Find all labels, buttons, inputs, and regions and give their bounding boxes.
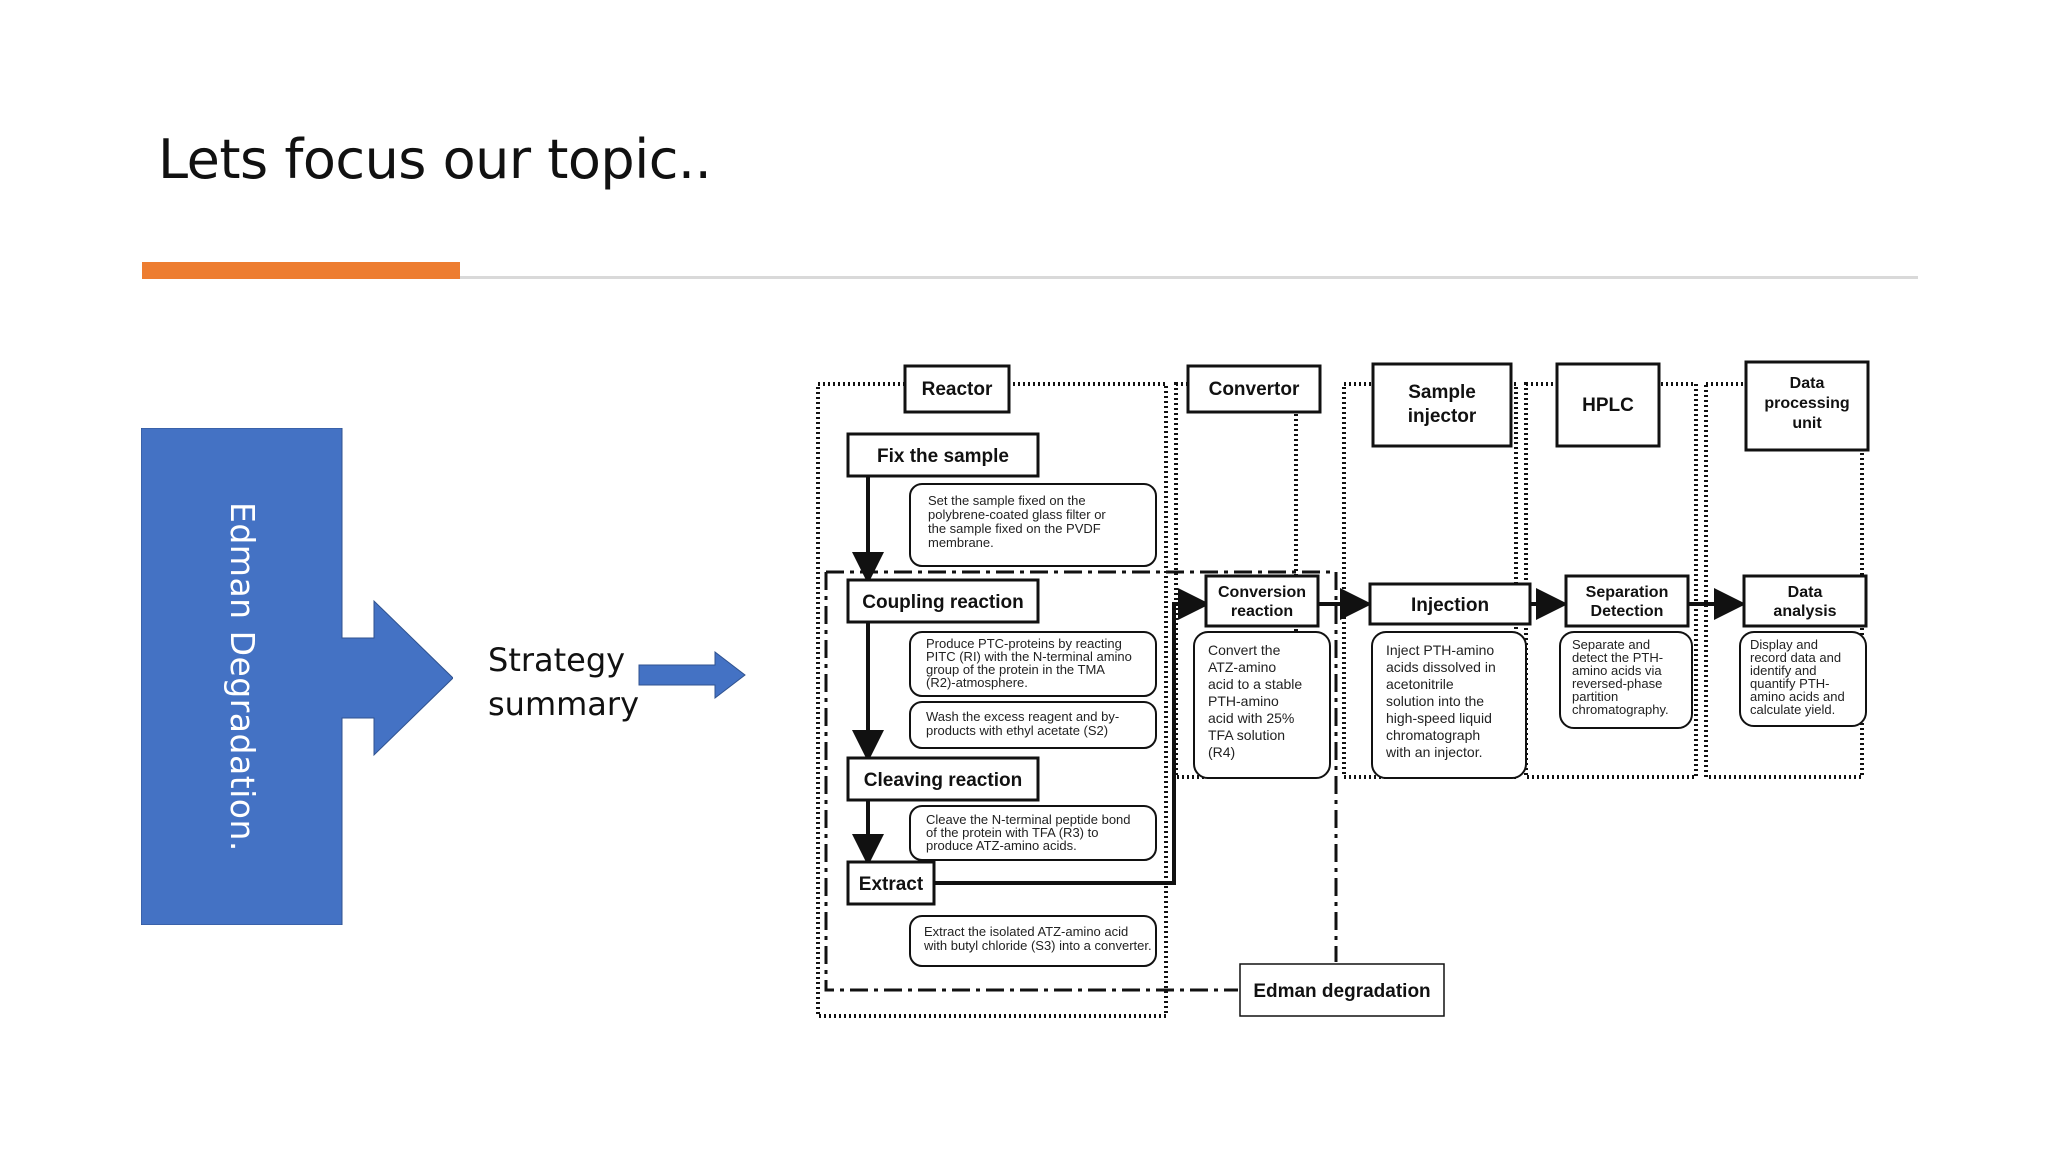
cleaving-desc-2: of the protein with TFA (R3) to	[926, 825, 1098, 840]
data-processing-header-label-2: processing	[1764, 395, 1849, 412]
conversion-reaction-box	[1204, 574, 1320, 628]
coupling-desc-4: (R2)-atmosphere.	[926, 675, 1028, 690]
data-processing-header-label-1: Data	[1790, 375, 1825, 392]
analysis-desc-6: calculate yield.	[1750, 702, 1835, 717]
injection-desc-box	[1371, 631, 1527, 779]
hplc-header-label: HPLC	[1582, 395, 1634, 416]
fix-sample-desc-box	[909, 483, 1157, 567]
cleaving-desc-1: Cleave the N-terminal peptide bond	[926, 812, 1131, 827]
fix-sample-desc-4: membrane.	[928, 535, 994, 550]
separation-desc-2: detect the PTH-	[1572, 650, 1663, 665]
separation-desc-1: Separate and	[1572, 637, 1650, 652]
sample-injector-header	[1371, 362, 1513, 448]
cleaving-reaction-title: Cleaving reaction	[864, 770, 1022, 791]
coupling-desc-2: PITC (RI) with the N-terminal amino	[926, 649, 1132, 664]
analysis-desc-4: quantify PTH-	[1750, 676, 1829, 691]
cleaving-desc-box	[909, 805, 1157, 861]
extract-desc-box	[909, 915, 1157, 967]
analysis-desc-1: Display and	[1750, 637, 1818, 652]
fix-sample-desc-2: polybrene-coated glass filter or	[928, 507, 1106, 522]
data-processing-header-label-3: unit	[1792, 415, 1822, 432]
cleaving-reaction-box	[846, 756, 1040, 802]
injection-box	[1368, 582, 1532, 626]
reactor-header	[903, 364, 1011, 414]
edman-workflow-diagram: Reactor Convertor Sample injector HPLC D…	[816, 360, 1870, 1018]
data-processing-unit-frame	[1704, 382, 1864, 779]
wash-desc-1: Wash the excess reagent and by-	[926, 709, 1119, 724]
right-arrow-icon	[638, 650, 746, 700]
title-accent-bar	[142, 262, 460, 279]
conversion-desc-2: ATZ-amino	[1208, 659, 1276, 675]
extract-desc-2: with butyl chloride (S3) into a converte…	[923, 938, 1152, 953]
edman-degradation-label: Edman degradation	[1253, 981, 1430, 1002]
injection-desc-6: chromatograph	[1386, 727, 1480, 743]
strategy-summary-label: Strategy summary	[488, 641, 639, 723]
conversion-desc-1: Convert the	[1208, 642, 1281, 658]
reactor-header-label: Reactor	[922, 379, 993, 400]
analysis-title-2: analysis	[1773, 603, 1836, 620]
wash-desc-2: products with ethyl acetate (S2)	[926, 723, 1108, 738]
separation-desc-box	[1559, 631, 1693, 729]
sample-injector-header-label-1: Sample	[1408, 382, 1476, 403]
coupling-reaction-box	[846, 578, 1040, 624]
data-processing-header	[1744, 360, 1870, 452]
convertor-header	[1186, 364, 1322, 414]
injection-desc-3: acetonitrile	[1386, 676, 1454, 692]
hplc-header	[1555, 362, 1661, 448]
conversion-desc-3: acid to a stable	[1208, 676, 1302, 692]
slide-title: Lets focus our topic..	[158, 128, 712, 191]
conversion-desc-7: (R4)	[1208, 744, 1235, 760]
analysis-desc-2: record data and	[1750, 650, 1841, 665]
fix-sample-desc-3: the sample fixed on the PVDF	[928, 521, 1101, 536]
injection-desc-7: with an injector.	[1385, 744, 1483, 760]
injection-title: Injection	[1411, 595, 1489, 616]
cleaving-desc-3: produce ATZ-amino acids.	[926, 838, 1077, 853]
title-divider	[142, 276, 1918, 279]
data-analysis-box	[1742, 574, 1868, 628]
conversion-desc-6: TFA solution	[1208, 727, 1285, 743]
extract-box	[846, 860, 936, 906]
separation-desc-6: chromatography.	[1572, 702, 1669, 717]
separation-title-1: Separation	[1586, 584, 1669, 601]
fix-sample-desc-1: Set the sample fixed on the	[928, 493, 1086, 508]
edman-label: Edman Degradation.	[223, 501, 262, 852]
extract-title: Extract	[859, 874, 924, 895]
conversion-desc-4: PTH-amino	[1208, 693, 1279, 709]
extract-desc-1: Extract the isolated ATZ-amino acid	[924, 924, 1128, 939]
analysis-desc-5: amino acids and	[1750, 689, 1845, 704]
analysis-desc-3: identify and	[1750, 663, 1817, 678]
fix-sample-box	[846, 432, 1040, 478]
injection-desc-1: Inject PTH-amino	[1386, 642, 1494, 658]
fix-sample-title: Fix the sample	[877, 446, 1009, 467]
conversion-desc-5: acid with 25%	[1208, 710, 1294, 726]
separation-desc-5: partition	[1572, 689, 1618, 704]
edman-arrow-shape	[141, 428, 453, 925]
separation-desc-4: reversed-phase	[1572, 676, 1662, 691]
separation-desc-3: amino acids via	[1572, 663, 1662, 678]
separation-title-2: Detection	[1591, 603, 1664, 620]
coupling-desc-box	[909, 631, 1157, 697]
conversion-desc-box	[1193, 631, 1331, 779]
coupling-desc-3: group of the protein in the TMA	[926, 662, 1105, 677]
edman-degradation-boundary	[824, 570, 1338, 992]
coupling-reaction-title: Coupling reaction	[862, 592, 1024, 613]
analysis-desc-box	[1739, 631, 1867, 727]
separation-detection-box	[1564, 574, 1690, 628]
convertor-header-label: Convertor	[1209, 379, 1300, 400]
coupling-desc-1: Produce PTC-proteins by reacting	[926, 636, 1122, 651]
flow-extract-to-conversion	[934, 588, 1210, 885]
injection-desc-4: solution into the	[1386, 693, 1484, 709]
analysis-title-1: Data	[1788, 584, 1823, 601]
sample-injector-header-label-2: injector	[1408, 406, 1477, 427]
conversion-title-1: Conversion	[1218, 584, 1306, 601]
injection-desc-2: acids dissolved in	[1386, 659, 1496, 675]
wash-desc-box	[909, 701, 1157, 749]
conversion-title-2: reaction	[1231, 603, 1293, 620]
edman-arrow-block	[141, 428, 453, 925]
injection-desc-5: high-speed liquid	[1386, 710, 1492, 726]
edman-degradation-box	[1239, 963, 1445, 1017]
